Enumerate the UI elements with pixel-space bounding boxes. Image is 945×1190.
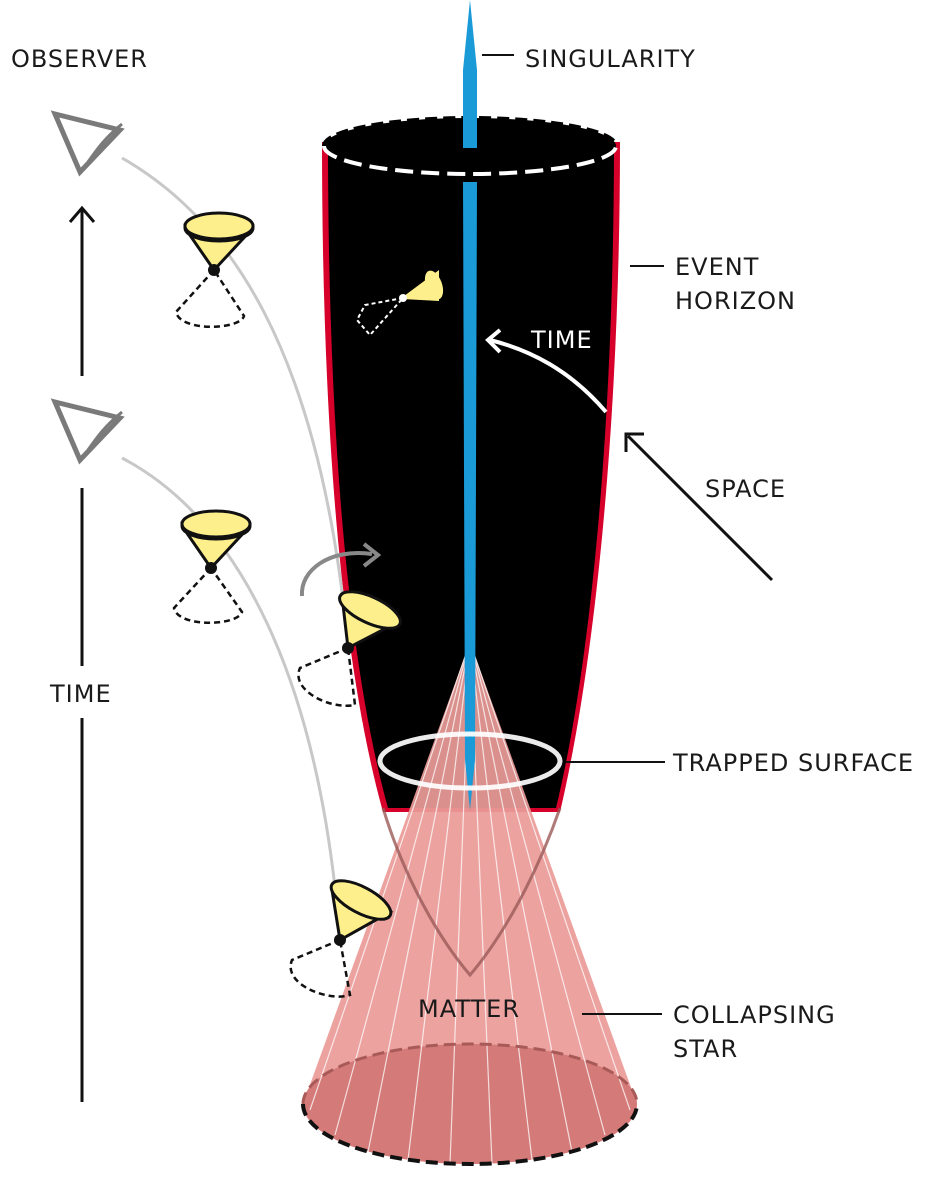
singularity-label: SINGULARITY <box>525 45 696 73</box>
matter-base-back-rim <box>301 1042 639 1105</box>
singularity-line <box>463 182 477 810</box>
inner-time-arrow <box>485 328 608 414</box>
inner-time-label: TIME <box>530 326 593 354</box>
trapped-surface-ring <box>377 731 563 791</box>
singularity <box>463 0 477 810</box>
observer-eye-icon-top <box>50 110 125 177</box>
outer-time-label: TIME <box>49 680 112 708</box>
observer-eye-icon-bottom <box>50 398 125 465</box>
light-cone-2 <box>172 509 252 624</box>
space-label: SPACE <box>705 475 786 503</box>
matter-base <box>303 1044 637 1164</box>
observer-worldlines <box>121 156 350 941</box>
light-cone-inside-horizon <box>355 270 444 337</box>
collapsing-star-label-line2: STAR <box>673 1035 738 1063</box>
light-cone-3-tilted <box>297 590 402 708</box>
matter-base-front-rim <box>301 1103 639 1166</box>
leader-lines <box>482 54 664 1015</box>
matter-label: MATTER <box>418 995 520 1023</box>
event-horizon-origin-curve <box>381 807 562 978</box>
space-arrow <box>624 432 774 582</box>
observer-label: OBSERVER <box>11 45 148 73</box>
singularity-spike <box>463 0 477 148</box>
light-cone-4-tilted <box>289 879 394 998</box>
worldline-upper <box>121 156 350 646</box>
trapped-surface-label: TRAPPED SURFACE <box>672 749 914 777</box>
light-cone-1 <box>174 211 255 328</box>
outer-time-axis <box>68 205 96 1102</box>
event-horizon-label-line1: EVENT <box>675 253 759 281</box>
rotation-arrow-icon <box>299 542 382 597</box>
collapsing-star-label-line1: COLLAPSING <box>673 1001 836 1029</box>
matter-cone <box>303 642 637 1164</box>
event-horizon-label-line2: HORIZON <box>675 287 796 315</box>
worldline-lower <box>121 456 342 941</box>
